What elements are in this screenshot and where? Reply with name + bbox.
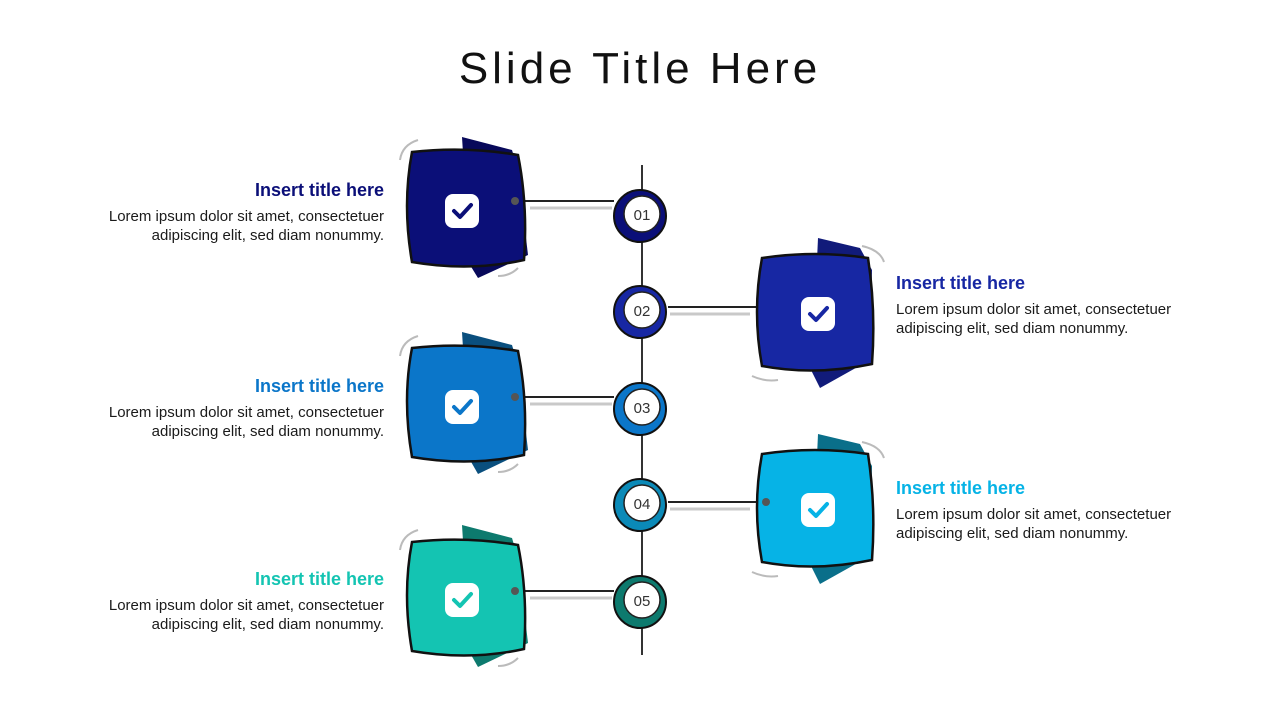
item-title-3: Insert title here [254,376,384,396]
step-5: 05 [399,525,667,667]
slide-title: Slide Title Here [458,44,822,93]
item-desc-4a: Lorem ipsum dolor sit amet, consectetuer [896,506,1172,523]
text-block-4: Insert title here Lorem ipsum dolor sit … [896,478,1216,543]
check-icon [801,493,835,527]
check-icon [445,583,479,617]
step-4: 04 [613,434,885,584]
number-label-5: 05 [634,593,651,610]
step-3: 03 [399,332,667,474]
check-icon [801,297,835,331]
item-desc-2a: Lorem ipsum dolor sit amet, consectetuer [896,301,1172,318]
item-desc-4b: adipiscing elit, sed diam nonummy. [896,525,1129,542]
item-desc-5a: Lorem ipsum dolor sit amet, consectetuer [108,597,384,614]
step-2: 02 [613,238,885,388]
text-block-1: Insert title here Lorem ipsum dolor sit … [64,180,384,245]
number-label-4: 04 [634,496,651,513]
item-title-1: Insert title here [254,180,384,200]
item-desc-1b: adipiscing elit, sed diam nonummy. [151,227,384,244]
item-desc-5b: adipiscing elit, sed diam nonummy. [151,616,384,633]
item-title-5: Insert title here [254,569,384,589]
item-desc-2b: adipiscing elit, sed diam nonummy. [896,320,1129,337]
step-1: 01 [399,137,667,278]
text-block-5: Insert title here Lorem ipsum dolor sit … [64,569,384,634]
item-desc-3a: Lorem ipsum dolor sit amet, consectetuer [108,404,384,421]
check-icon [445,194,479,228]
item-desc-3b: adipiscing elit, sed diam nonummy. [151,423,384,440]
item-title-4: Insert title here [896,478,1026,498]
text-block-2: Insert title here Lorem ipsum dolor sit … [896,273,1216,338]
number-label-3: 03 [634,400,651,417]
item-title-2: Insert title here [896,273,1026,293]
text-block-3: Insert title here Lorem ipsum dolor sit … [64,376,384,441]
item-desc-1a: Lorem ipsum dolor sit amet, consectetuer [108,208,384,225]
check-icon [445,390,479,424]
number-label-2: 02 [634,303,651,320]
number-label-1: 01 [634,207,651,224]
